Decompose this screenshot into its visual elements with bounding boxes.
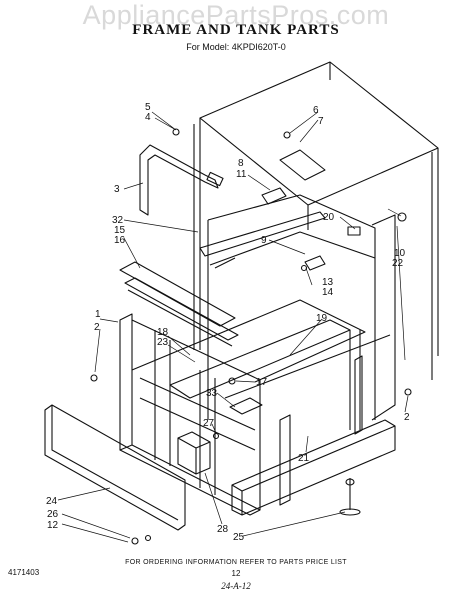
tank-left-wall <box>193 118 201 350</box>
callout-14: 14 <box>322 287 334 298</box>
ordering-info: FOR ORDERING INFORMATION REFER TO PARTS … <box>125 559 347 566</box>
callout-12: 12 <box>47 520 59 531</box>
toe-panel <box>44 404 186 531</box>
callout-2: 2 <box>94 322 100 333</box>
callout-17: 17 <box>256 377 268 388</box>
callout-2b: 2 <box>404 412 410 423</box>
callout-4: 4 <box>145 112 151 123</box>
callout-28: 28 <box>217 524 229 535</box>
callout-13: 13 <box>322 277 334 288</box>
tank-right-wall <box>431 148 439 380</box>
hinge-pad <box>206 171 224 187</box>
callout-16: 16 <box>114 235 126 246</box>
base-plate <box>231 419 396 492</box>
model-label: For Model: 4KPDI620T-0 <box>186 42 286 52</box>
long-rail <box>119 261 236 327</box>
callout-10: 10 <box>394 248 406 259</box>
callout-21: 21 <box>298 453 310 464</box>
callout-20: 20 <box>323 212 335 223</box>
callout-5: 5 <box>145 102 151 113</box>
callout-27: 27 <box>203 418 215 429</box>
base-frame <box>119 313 133 451</box>
tank-frame <box>207 194 376 420</box>
callout-3: 3 <box>114 184 120 195</box>
top-bracket <box>279 149 326 181</box>
callout-8: 8 <box>238 158 244 169</box>
callout-24: 24 <box>46 496 58 507</box>
diagram-title: FRAME AND TANK PARTS <box>132 22 340 38</box>
hinge-arm <box>139 144 219 216</box>
callout-33: 33 <box>206 388 218 399</box>
callout-23: 23 <box>157 337 169 348</box>
callout-26: 26 <box>47 509 59 520</box>
callout-15: 15 <box>114 225 126 236</box>
document-number: 4171403 <box>8 568 40 577</box>
motor-box <box>177 431 211 475</box>
watermark: AppliancePartsPros.com <box>82 0 390 30</box>
right-leg <box>279 414 291 506</box>
callout-11: 11 <box>236 169 247 180</box>
callout-22: 22 <box>392 258 404 269</box>
callout-18: 18 <box>157 327 169 338</box>
hinge-channel <box>199 211 326 257</box>
callout-25: 25 <box>233 532 245 543</box>
callout-1: 1 <box>95 309 101 320</box>
callout-9: 9 <box>261 235 267 246</box>
callout-19: 19 <box>316 313 328 324</box>
handwritten-note: 24-A-12 <box>221 581 251 591</box>
callout-6: 6 <box>313 105 319 116</box>
tank-top <box>199 61 439 206</box>
callout-32: 32 <box>112 215 124 226</box>
callout-7: 7 <box>318 116 324 127</box>
page-number: 12 <box>231 569 241 578</box>
